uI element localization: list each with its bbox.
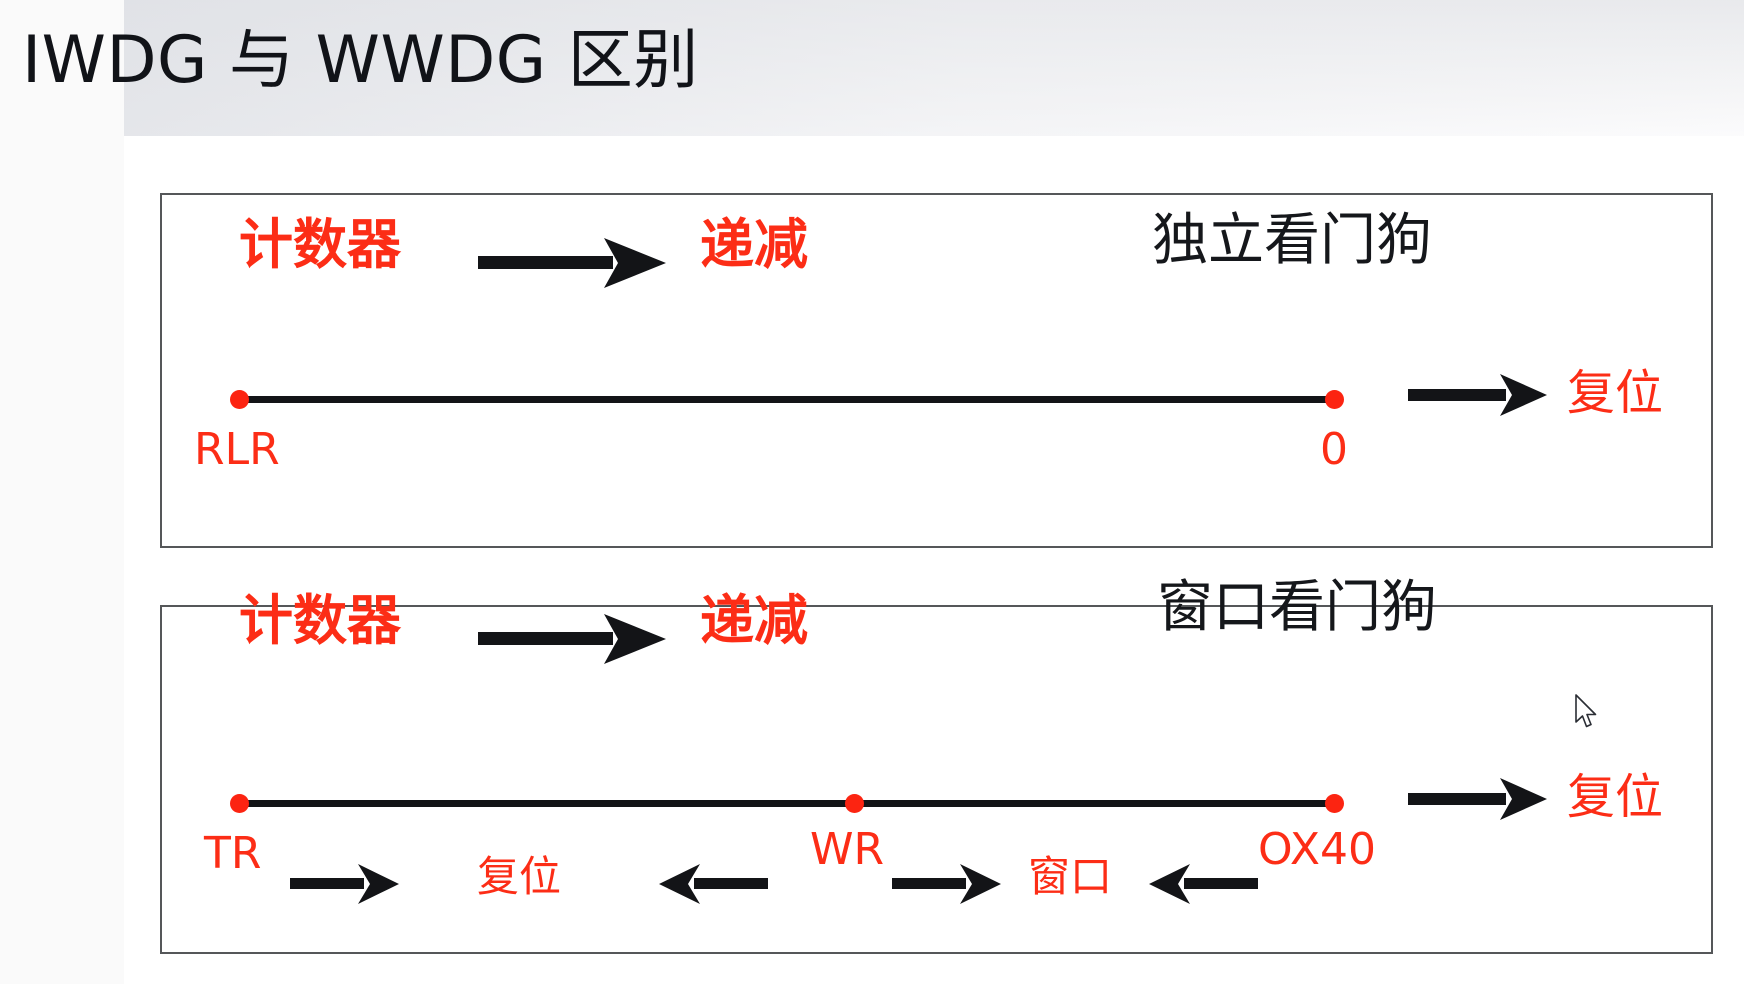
arrow-left-icon <box>659 864 768 904</box>
wwdg-axis-line <box>239 800 1334 807</box>
panel-iwdg <box>160 193 1713 548</box>
iwdg-axis-point-end <box>1325 390 1344 409</box>
iwdg-title: 独立看门狗 <box>1152 208 1432 273</box>
iwdg-axis-point-start <box>230 390 249 409</box>
wwdg-axis-point-mid <box>845 794 864 813</box>
header-gradient-overlay <box>0 0 1744 136</box>
wwdg-axis-start-label: TR <box>204 828 262 879</box>
arrow-right-icon <box>892 864 1001 904</box>
wwdg-region-window-label: 窗口 <box>1028 852 1113 901</box>
iwdg-axis-end-label: 0 <box>1320 424 1348 475</box>
wwdg-title: 窗口看门狗 <box>1157 575 1437 640</box>
arrow-right-icon <box>478 238 666 288</box>
mouse-pointer-icon <box>1575 694 1597 728</box>
wwdg-decrement-label: 递减 <box>700 589 808 652</box>
wwdg-outcome-label: 复位 <box>1567 769 1664 825</box>
iwdg-axis-start-label: RLR <box>194 424 280 475</box>
wwdg-axis-end-label: OX40 <box>1258 824 1376 875</box>
wwdg-axis-mid-label: WR <box>810 824 885 875</box>
iwdg-outcome-label: 复位 <box>1567 365 1664 421</box>
iwdg-counter-label: 计数器 <box>239 213 401 276</box>
iwdg-decrement-label: 递减 <box>700 213 808 276</box>
iwdg-axis-line <box>239 396 1334 403</box>
arrow-right-icon <box>478 614 666 664</box>
arrow-right-icon <box>290 864 399 904</box>
wwdg-counter-label: 计数器 <box>239 589 401 652</box>
arrow-right-icon <box>1408 374 1547 416</box>
wwdg-axis-point-start <box>230 794 249 813</box>
wwdg-region-reset-label: 复位 <box>477 852 562 901</box>
arrow-right-icon <box>1408 778 1547 820</box>
left-gutter <box>0 0 124 984</box>
arrow-left-icon <box>1149 864 1258 904</box>
wwdg-axis-point-end <box>1325 794 1344 813</box>
panel-wwdg <box>160 605 1713 954</box>
page-title: IWDG 与 WWDG 区别 <box>22 23 699 98</box>
